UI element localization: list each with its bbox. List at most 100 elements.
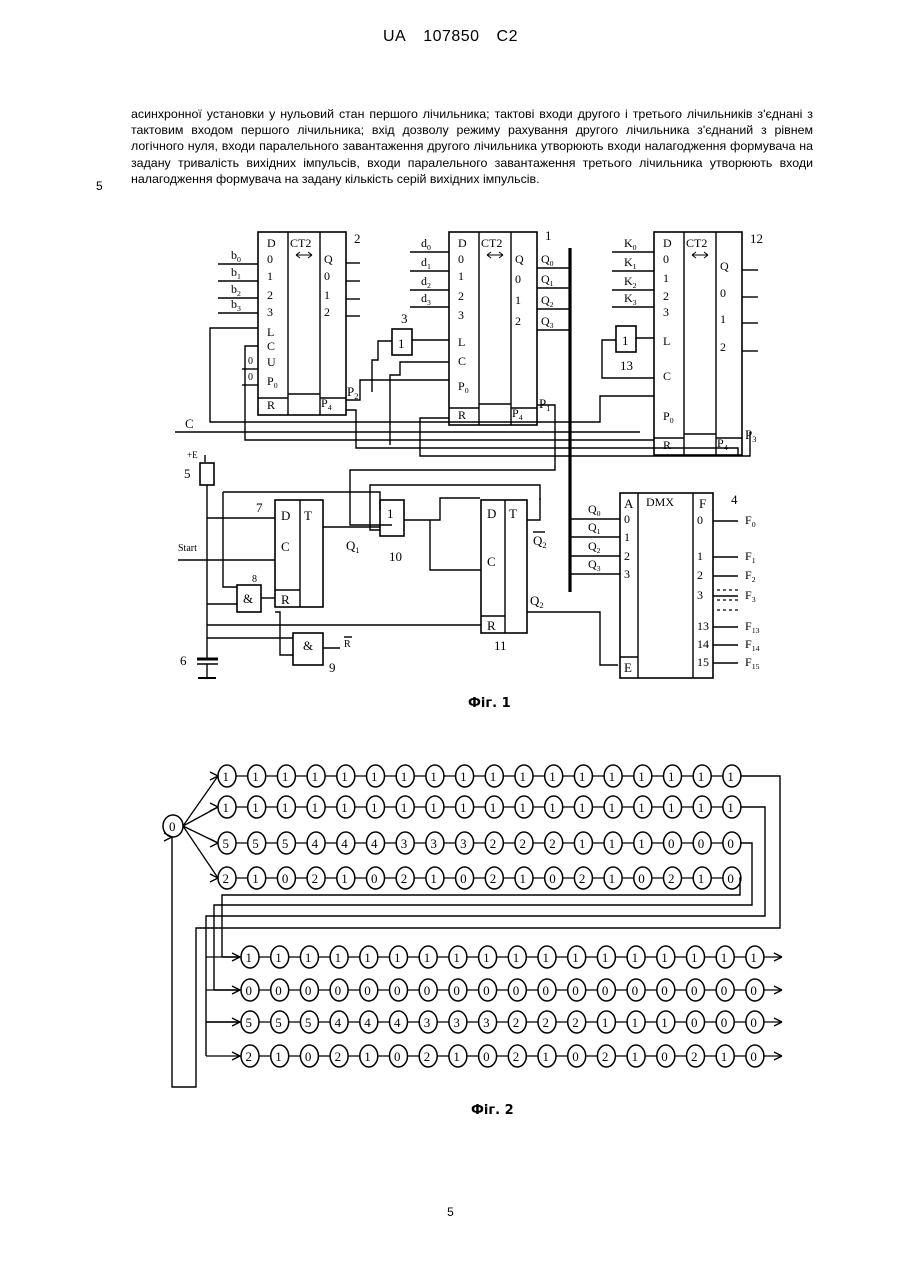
sequence-a-row-3-value: 3: [401, 836, 408, 851]
sequence-b-row-1-value: 1: [305, 950, 312, 965]
sequence-a-row-2-value: 1: [252, 800, 259, 815]
sequence-b-row-3-value: 4: [394, 1015, 401, 1030]
sequence-b-row-4-value: 1: [453, 1049, 460, 1064]
sequence-b-row-2-value: 0: [513, 983, 520, 998]
sequence-b-row-3-value: 0: [750, 1015, 757, 1030]
sequence-a-row-1-value: 1: [668, 769, 675, 784]
sequence-a-row-2-value: 1: [223, 800, 230, 815]
sequence-b-row-3-value: 1: [661, 1015, 668, 1030]
sequence-a-row-3-value: 5: [282, 836, 289, 851]
sequence-a-row-3-value: 3: [430, 836, 437, 851]
sequence-b-row-1-value: 1: [572, 950, 579, 965]
sequence-a-row-2-value: 1: [609, 800, 616, 815]
sequence-b-row-2-value: 0: [691, 983, 698, 998]
sequence-b-row-1-value: 1: [335, 950, 342, 965]
sequence-b-row-3-value: 0: [721, 1015, 728, 1030]
sequence-a-row-4-value: 0: [282, 871, 289, 886]
sequence-a-row-1-value: 1: [520, 769, 527, 784]
sequence-b-row-3-value: 5: [246, 1015, 253, 1030]
origin-label: 0: [169, 819, 176, 834]
sequence-a-row-1-value: 1: [430, 769, 437, 784]
sequence-a-row-3-value: 1: [579, 836, 586, 851]
sequence-b-row-4-value: 0: [572, 1049, 579, 1064]
sequence-a-row-1-value: 1: [401, 769, 408, 784]
sequence-a-row-3-value: 1: [638, 836, 645, 851]
sequence-b-row-3-value: 1: [602, 1015, 609, 1030]
sequence-b-row-3-value: 0: [691, 1015, 698, 1030]
sequence-b-row-1-value: 1: [543, 950, 550, 965]
sequence-b-row-4-value: 2: [602, 1049, 609, 1064]
sequence-a-row-4-value: 2: [490, 871, 497, 886]
sequence-b-row-2-value: 0: [424, 983, 431, 998]
sequence-a-row-2-value: 1: [638, 800, 645, 815]
sequence-b-row-3-value: 4: [335, 1015, 342, 1030]
sequence-a-row-4-value: 0: [371, 871, 378, 886]
sequence-b-row-4-value: 1: [275, 1049, 282, 1064]
sequence-b-row-1-value: 1: [513, 950, 520, 965]
figure-2-caption: Фіг. 2: [471, 1103, 514, 1118]
sequence-a-row-2-value: 1: [430, 800, 437, 815]
sequence-a-row-2-value: 1: [727, 800, 734, 815]
sequence-a-row-1-value: 1: [579, 769, 586, 784]
sequence-b-row-4-value: 0: [661, 1049, 668, 1064]
sequence-a-row-3-value: 0: [668, 836, 675, 851]
sequence-b-row-4-value: 2: [513, 1049, 520, 1064]
sequence-a-row-4-value: 0: [460, 871, 467, 886]
sequence-b-row-3-value: 3: [483, 1015, 490, 1030]
sequence-a-row-4-value: 1: [341, 871, 348, 886]
sequence-a-row-4-value: 2: [312, 871, 319, 886]
sequence-b-row-1-value: 1: [453, 950, 460, 965]
sequence-a-row-4-value: 1: [252, 871, 259, 886]
sequence-a-row-2-value: 1: [312, 800, 319, 815]
sequence-b-row-2-value: 0: [305, 983, 312, 998]
sequence-a-row-1-value: 1: [460, 769, 467, 784]
sequence-a-row-1-value: 1: [341, 769, 348, 784]
sequence-b-row-4-value: 2: [424, 1049, 431, 1064]
sequence-b-row-4-value: 1: [632, 1049, 639, 1064]
sequence-b-row-3-value: 4: [364, 1015, 371, 1030]
sequence-a-row-2-value: 1: [698, 800, 705, 815]
sequence-b-row-1-value: 1: [602, 950, 609, 965]
sequence-b-row-3-value: 5: [275, 1015, 282, 1030]
sequence-a-row-1-value: 1: [252, 769, 259, 784]
sequence-a-row-4-value: 2: [579, 871, 586, 886]
sequence-b-row-1-value: 1: [721, 950, 728, 965]
sequence-b-row-2-value: 0: [453, 983, 460, 998]
sequence-a-row-1-value: 1: [549, 769, 556, 784]
sequence-b-row-3-value: 3: [424, 1015, 431, 1030]
sequence-b-row-4-value: 0: [483, 1049, 490, 1064]
sequence-a-row-3-value: 3: [460, 836, 467, 851]
sequence-b-row-4-value: 2: [335, 1049, 342, 1064]
sequence-a-row-3-value: 4: [371, 836, 378, 851]
sequence-b-row-3-value: 3: [453, 1015, 460, 1030]
wire: [172, 776, 780, 1087]
sequence-a-row-3-value: 0: [727, 836, 734, 851]
sequence-b-row-4-value: 0: [305, 1049, 312, 1064]
sequence-b-row-2-value: 0: [572, 983, 579, 998]
sequence-a-row-3-value: 2: [490, 836, 497, 851]
sequence-a-row-2-value: 1: [282, 800, 289, 815]
sequence-b-row-1-value: 1: [661, 950, 668, 965]
sequence-b-row-1-value: 1: [394, 950, 401, 965]
sequence-b-row-3-value: 1: [632, 1015, 639, 1030]
sequence-b-row-4-value: 0: [394, 1049, 401, 1064]
sequence-b-row-2-value: 0: [632, 983, 639, 998]
sequence-b-row-1-value: 1: [364, 950, 371, 965]
sequence-a-row-2-value: 1: [520, 800, 527, 815]
sequence-a-row-2-value: 1: [579, 800, 586, 815]
fan-line: [183, 776, 218, 826]
sequence-b-row-1-value: 1: [246, 950, 253, 965]
wire: [222, 878, 741, 957]
sequence-b-row-2-value: 0: [543, 983, 550, 998]
sequence-b-row-2-value: 0: [246, 983, 253, 998]
sequence-b-row-2-value: 0: [483, 983, 490, 998]
sequence-a-row-3-value: 2: [549, 836, 556, 851]
sequence-a-row-2-value: 1: [668, 800, 675, 815]
sequence-b-row-1-value: 1: [424, 950, 431, 965]
sequence-a-row-4-value: 2: [223, 871, 230, 886]
sequence-a-row-3-value: 5: [252, 836, 259, 851]
arrow-icon: [164, 833, 172, 841]
sequence-a-row-2-value: 1: [371, 800, 378, 815]
sequence-a-row-4-value: 1: [698, 871, 705, 886]
